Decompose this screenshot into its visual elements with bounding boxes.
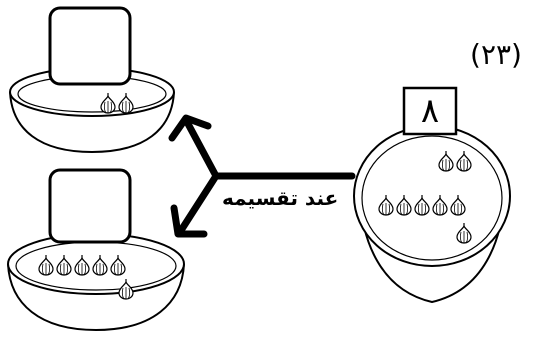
source-value: ٨ (420, 91, 440, 131)
result-bowl-bottom (7, 168, 185, 332)
arrow-icon (170, 204, 208, 238)
operation-label: عند تقسيمه (222, 186, 339, 210)
source-bowl (353, 86, 511, 304)
arrow-icon (182, 116, 220, 180)
source-value-box (402, 86, 458, 136)
arrow-icon (176, 172, 220, 236)
result-bowl-top (9, 6, 175, 154)
answer-box-bottom[interactable] (48, 168, 132, 244)
answer-box-top[interactable] (48, 6, 132, 86)
arrow-icon (168, 114, 212, 142)
problem-number: (٢٣) (470, 38, 522, 71)
split-arrows (168, 114, 356, 238)
